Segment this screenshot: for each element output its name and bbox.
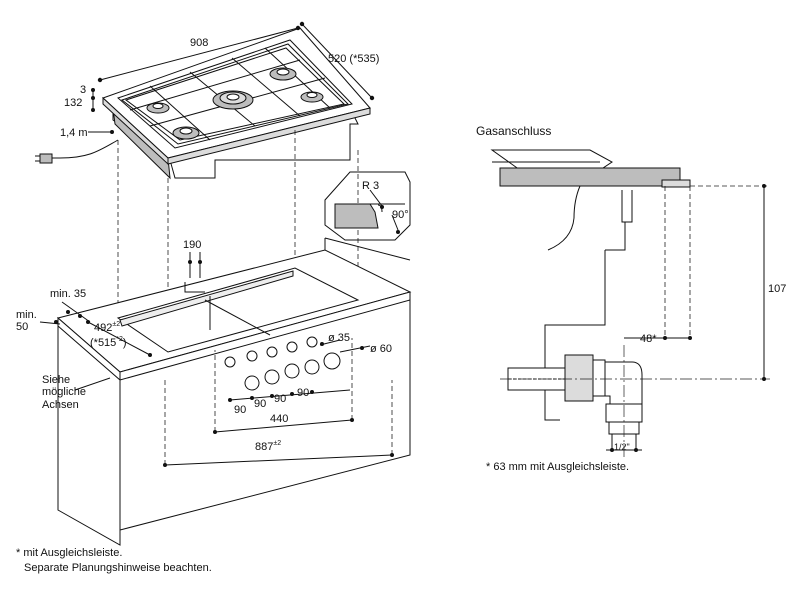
gas-connection-title: Gasanschluss [476,124,551,138]
dim-knob-gap-2: 90 [254,398,266,410]
dim-gas-thread: 1/2" [614,442,630,452]
dim-depth-515: (*515*2) [90,336,127,349]
dim-hob-depth: 520 (*535) [328,53,379,65]
dim-gas-48: 48* [640,333,657,345]
dim-hob-height: 132 [64,97,82,109]
cabinet-illustration [56,237,412,546]
knob-large-row [244,352,341,391]
burner-front-right [300,91,324,103]
power-cable [50,139,119,159]
dim-hob-width: 908 [190,37,208,49]
hob-illustration [35,27,371,180]
detail-radius: R 3 [362,180,379,192]
detail-angle: 90° [392,209,409,221]
hob-dimensions [88,21,375,134]
burner-front-left [172,126,200,140]
burner-rear-right [269,67,297,81]
edge-detail [324,171,411,241]
cabinet-dimensions [39,252,394,467]
burner-wok [212,90,254,110]
note-line-2: Separate Planungshinweise beachten. [24,562,212,574]
note-line-1: * mit Ausgleichsleiste. [16,547,122,559]
plug-icon [35,153,53,164]
dim-cable-length: 1,4 m [60,127,88,139]
axes-note-line2: mögliche [42,386,86,398]
dim-depth-492: 492±2 [94,321,120,334]
dim-knob-d60: ø 60 [370,343,392,355]
dim-knob-gap-1: 90 [234,404,246,416]
dim-knob-span: 440 [270,413,288,425]
axes-note-line1: Siehe [42,374,70,386]
control-knobs [164,336,393,465]
dim-min-50-line1: min. [16,309,37,321]
dim-190: 190 [183,239,201,251]
dim-knob-gap-3: 90 [274,393,286,405]
dim-knob-gap-4: 90 [297,387,309,399]
dim-knob-d35: ø 35 [328,332,350,344]
gas-connection-section [490,149,770,460]
dim-min-50-line2: 50 [16,321,28,333]
knob-small-row [224,336,318,368]
dim-min-35: min. 35 [50,288,86,300]
dim-cutout-width: 887±2 [255,440,281,453]
burner-rear-left [146,102,170,114]
axes-note-line3: Achsen [42,399,79,411]
gas-footnote: * 63 mm mit Ausgleichsleiste. [486,461,629,473]
dim-hob-thickness: 3 [80,84,86,96]
dim-gas-107: 107 [768,283,786,295]
